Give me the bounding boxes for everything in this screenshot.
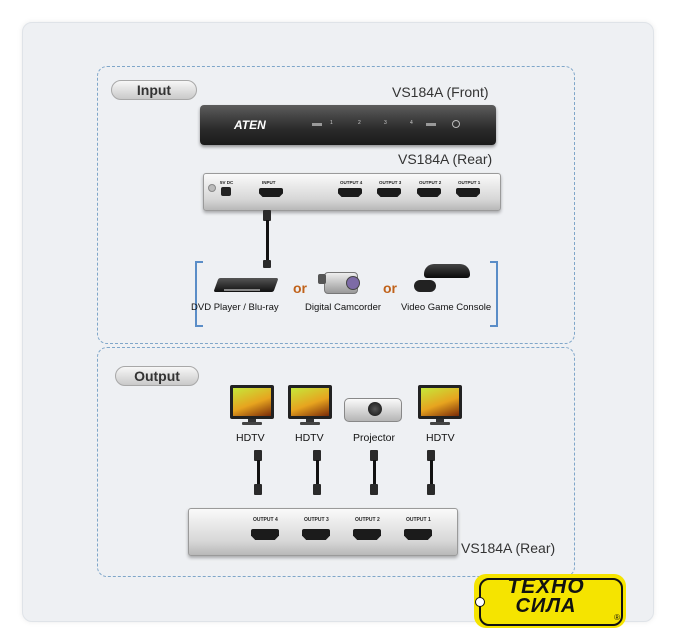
front-button-3: 3: [384, 120, 387, 126]
source-label-camcorder: Digital Camcorder: [305, 302, 382, 313]
front-select-button: [426, 123, 436, 126]
cable-1-top: [254, 450, 262, 461]
cable-2-bottom: [313, 484, 321, 495]
input-cable-end: [263, 260, 271, 268]
cable-4-top: [427, 450, 435, 461]
bottom-output-1-label: OUTPUT 1: [406, 517, 431, 523]
input-port: [259, 188, 283, 197]
vs184a-rear-device-top: 5V DC INPUT OUTPUT 4 OUTPUT 3 OUTPUT 2 O…: [203, 173, 501, 211]
front-device-label: VS184A (Front): [392, 84, 489, 100]
power-jack: [221, 187, 231, 196]
rear-device-label-bottom: VS184A (Rear): [461, 540, 556, 556]
registered-mark-icon: ®: [614, 613, 620, 622]
logo-line-2: СИЛА: [515, 595, 577, 617]
vs184a-rear-device-bottom: OUTPUT 4 OUTPUT 3 OUTPUT 2 OUTPUT 1: [188, 508, 458, 556]
hdtv-icon-2: [288, 385, 332, 425]
dvd-player-icon: [213, 275, 279, 295]
rear-device-label-top: VS184A (Rear): [398, 151, 493, 167]
bottom-output-2-port: [353, 529, 381, 540]
input-section-title: Input: [111, 80, 197, 100]
camcorder-icon: [318, 266, 364, 296]
source-label-dvd: DVD Player / Blu-ray: [191, 302, 279, 313]
top-output-2-port: [417, 188, 441, 197]
projector-icon: [344, 390, 404, 424]
screw-icon: [208, 184, 216, 192]
input-cable: [266, 220, 269, 264]
top-output-4-label: OUTPUT 4: [340, 180, 363, 185]
source-bracket-left: [195, 261, 203, 327]
source-label-console: Video Game Console: [401, 302, 492, 313]
cable-3: [373, 460, 376, 486]
or-separator-1: or: [293, 280, 307, 296]
top-output-1-label: OUTPUT 1: [458, 180, 481, 185]
front-button-2: 2: [358, 120, 361, 126]
display-label-3: Projector: [353, 432, 396, 444]
input-cable-plug: [263, 210, 271, 221]
game-console-icon: [414, 262, 474, 296]
cable-2: [316, 460, 319, 486]
cable-4: [430, 460, 433, 486]
display-label-2: HDTV: [295, 432, 324, 444]
bottom-output-2-label: OUTPUT 2: [355, 517, 380, 523]
top-output-3-port: [377, 188, 401, 197]
cable-2-top: [313, 450, 321, 461]
bottom-output-4-port: [251, 529, 279, 540]
front-button-4: 4: [410, 120, 413, 126]
cable-1: [257, 460, 260, 486]
input-panel: [97, 66, 575, 344]
hdtv-icon-3: [418, 385, 462, 425]
bottom-output-1-port: [404, 529, 432, 540]
hdtv-icon-1: [230, 385, 274, 425]
aten-logo: ATEN: [234, 118, 266, 132]
cable-1-bottom: [254, 484, 262, 495]
top-output-2-label: OUTPUT 2: [419, 180, 442, 185]
front-indicator-strip: [312, 123, 322, 126]
logo-line-1: ТЕХНО: [507, 575, 585, 598]
tekhnosila-logo: ТЕХНО СИЛА ®: [474, 574, 626, 628]
top-output-1-port: [456, 188, 480, 197]
bottom-output-3-label: OUTPUT 3: [304, 517, 329, 523]
cable-4-bottom: [427, 484, 435, 495]
output-panel: [97, 347, 575, 577]
source-bracket-right: [490, 261, 498, 327]
power-icon: [452, 120, 460, 128]
bottom-output-3-port: [302, 529, 330, 540]
or-separator-2: or: [383, 280, 397, 296]
top-output-4-port: [338, 188, 362, 197]
cable-3-top: [370, 450, 378, 461]
vs184a-front-device: ATEN 1 2 3 4: [200, 105, 496, 145]
display-label-1: HDTV: [236, 432, 265, 444]
front-button-1: 1: [330, 120, 333, 126]
output-section-title: Output: [115, 366, 199, 386]
top-output-3-label: OUTPUT 3: [379, 180, 402, 185]
input-port-label: INPUT: [262, 180, 276, 185]
display-label-4: HDTV: [426, 432, 455, 444]
cable-3-bottom: [370, 484, 378, 495]
bottom-output-4-label: OUTPUT 4: [253, 517, 278, 523]
power-jack-label: 5V DC: [220, 180, 234, 185]
